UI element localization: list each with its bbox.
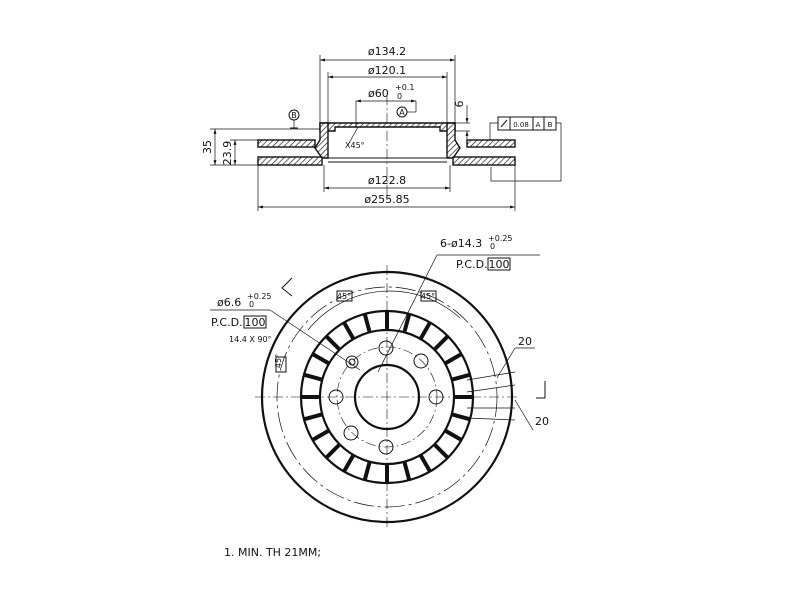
bolt-tol-lower: 0 — [490, 242, 495, 251]
angle-label-2: 45° — [421, 292, 435, 301]
angle-label-1: 45° — [337, 292, 351, 301]
hat-top-section — [319, 122, 456, 132]
vane-dim-1: 20 — [518, 335, 532, 348]
cooling-vane — [311, 428, 330, 442]
cooling-vane — [311, 352, 330, 366]
angle-label-3: 45° — [274, 354, 283, 368]
cooling-vane — [324, 442, 342, 460]
small-tol-lower: 0 — [249, 300, 254, 309]
plan-view: 6-ø14.3 +0.25 0 P.C.D. 100 ø6.6 +0.25 0 … — [210, 234, 549, 530]
runout-icon — [500, 119, 508, 128]
bolt-holes — [328, 340, 444, 455]
section-marker-left — [281, 277, 293, 297]
dim-bore-tol-lower: 0 — [397, 92, 402, 101]
svg-text:B: B — [548, 121, 553, 129]
cooling-vane — [402, 313, 412, 333]
cooling-vane — [444, 352, 463, 366]
svg-text:0.08: 0.08 — [513, 121, 529, 129]
hat-wall-right — [446, 122, 461, 159]
dim-hat-thickness: 6 — [453, 101, 466, 108]
locating-hole — [345, 355, 359, 369]
datum-a-label: A — [399, 108, 405, 117]
cooling-vane — [362, 461, 372, 481]
hat-wall-left — [314, 122, 329, 159]
cooling-vane — [362, 313, 372, 333]
friction-plate-outer-right — [466, 139, 516, 148]
cooling-vane — [451, 412, 471, 422]
cooling-vanes — [301, 311, 473, 483]
center-bore — [353, 363, 421, 431]
svg-text:A: A — [536, 121, 541, 129]
small-pcd-value: 100 — [245, 316, 266, 329]
bolt-pcd-label: P.C.D. — [456, 258, 488, 271]
friction-plate-outer-left — [257, 139, 316, 148]
cooling-vane — [342, 454, 356, 473]
runout-tolerance-frame: 0.08 A B — [489, 116, 562, 182]
dim-height: 35 — [201, 140, 214, 154]
cooling-vane — [418, 321, 432, 340]
bolt-tol-upper: +0.25 — [488, 234, 513, 243]
cooling-vane — [432, 334, 450, 352]
cooling-vane — [324, 334, 342, 352]
chamfer-note: X45° — [345, 141, 365, 150]
bolt-hole-callout: 6-ø14.3 — [440, 237, 482, 250]
cooling-vane — [303, 412, 323, 422]
section-marker-right — [536, 381, 546, 399]
datum-b-label: B — [291, 111, 297, 120]
cooling-vane — [444, 428, 463, 442]
dim-thickness: 23.9 — [221, 141, 234, 166]
section-view: ø134.2 ø120.1 ø60 +0.1 0 A B 35 23.9 6 X… — [201, 45, 562, 211]
bolt-pcd-value: 100 — [489, 258, 510, 271]
friction-plate-inner-right — [452, 156, 516, 166]
note-min-thickness: 1. MIN. TH 21MM; — [224, 546, 321, 559]
friction-plate-inner-left — [257, 156, 323, 166]
dim-inner-ring: ø122.8 — [368, 174, 406, 187]
dim-hat-inner: ø120.1 — [368, 64, 406, 77]
cooling-vane — [342, 321, 356, 340]
cooling-vane — [451, 372, 471, 382]
dim-bore: ø60 — [368, 87, 389, 100]
cooling-vane — [303, 372, 323, 382]
small-hole-callout: ø6.6 — [217, 296, 241, 309]
disc-outer-edge — [260, 270, 514, 524]
cooling-vane — [418, 454, 432, 473]
small-tol-upper: +0.25 — [247, 292, 272, 301]
cooling-vane — [432, 442, 450, 460]
countersink-note: 14.4 X 90° — [229, 335, 272, 344]
vane-dim-2: 20 — [535, 415, 549, 428]
small-pcd-label: P.C.D. — [211, 316, 243, 329]
dim-outer: ø255.85 — [364, 193, 409, 206]
dim-outer-hat: ø134.2 — [368, 45, 406, 58]
dim-bore-tol-upper: +0.1 — [395, 83, 414, 92]
cooling-vane — [402, 461, 412, 481]
